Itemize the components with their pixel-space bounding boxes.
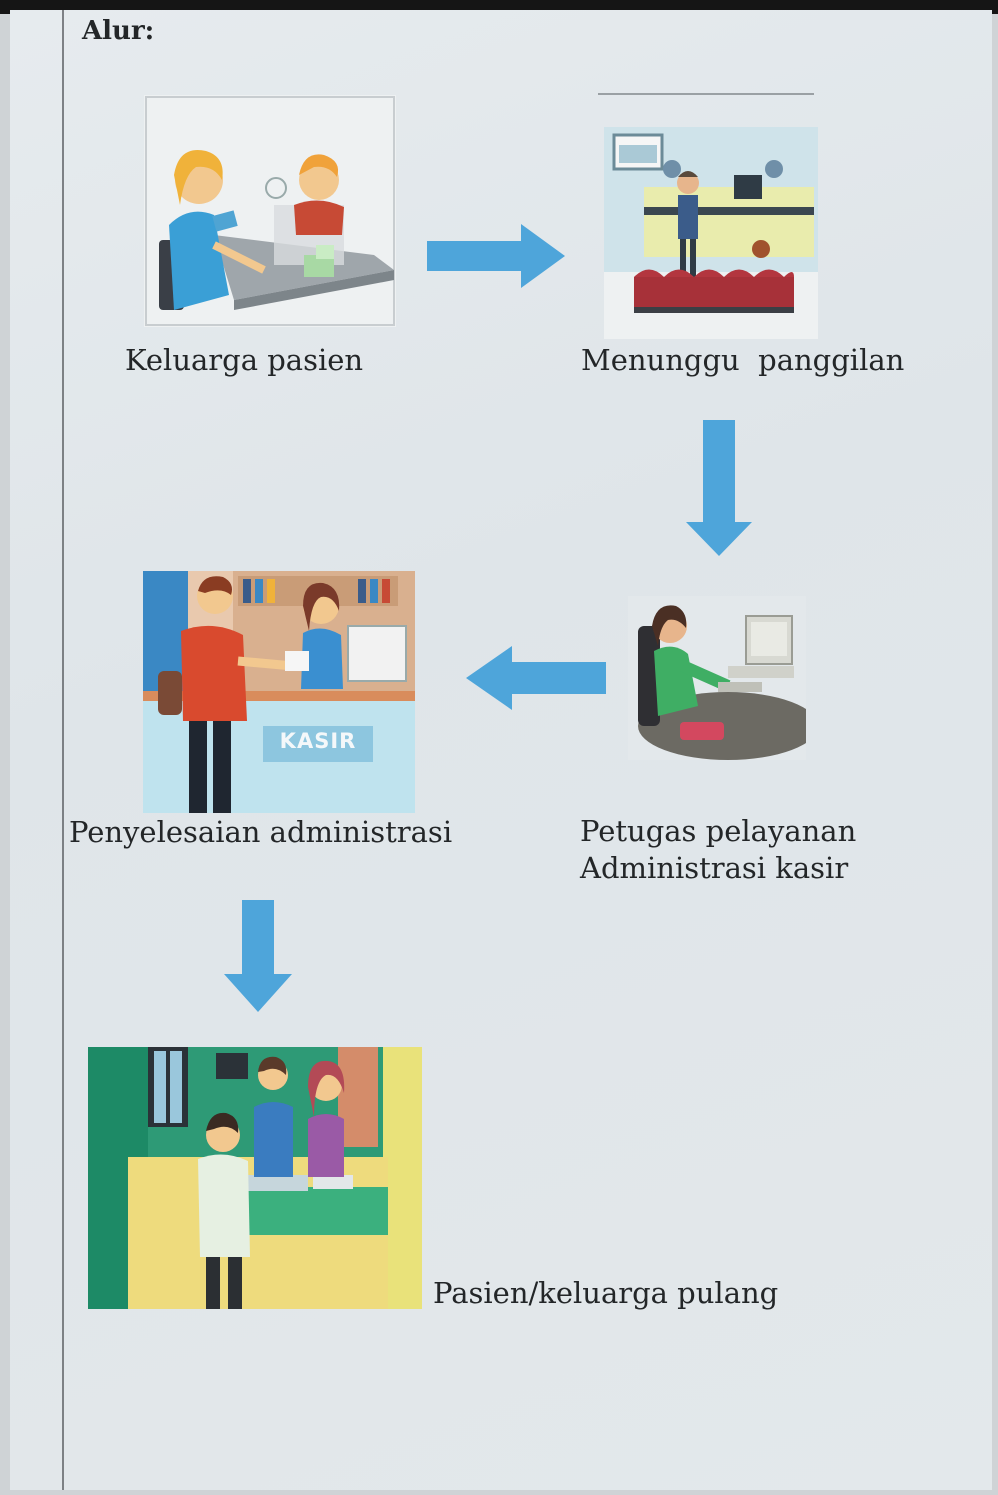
caption-petugas-pelayanan-line1: Petugas pelayanan xyxy=(580,814,857,848)
arrow-right-icon xyxy=(427,224,567,292)
arrow-left-icon xyxy=(466,646,606,714)
caption-menunggu-panggilan: Menunggu panggilan xyxy=(581,343,905,377)
underline-rule xyxy=(598,93,814,95)
caption-penyelesaian-administrasi: Penyelesaian administrasi xyxy=(69,815,453,849)
arrow-down-icon xyxy=(224,900,292,1016)
flow-title: Alur: xyxy=(82,16,155,46)
patient-going-home-illustration xyxy=(88,1047,422,1309)
waiting-room-illustration xyxy=(604,127,818,339)
caption-pasien-keluarga-pulang: Pasien/keluarga pulang xyxy=(433,1276,779,1310)
family-registration-illustration xyxy=(144,95,396,327)
kasir-sign: KASIR xyxy=(279,729,357,753)
margin-line xyxy=(62,10,64,1490)
caption-petugas-pelayanan-line2: Administrasi kasir xyxy=(580,851,849,885)
admin-officer-computer-illustration xyxy=(628,596,806,760)
arrow-down-icon xyxy=(686,420,752,560)
cashier-desk-illustration: KASIR xyxy=(143,571,415,813)
caption-keluarga-pasien: Keluarga pasien xyxy=(125,343,364,377)
